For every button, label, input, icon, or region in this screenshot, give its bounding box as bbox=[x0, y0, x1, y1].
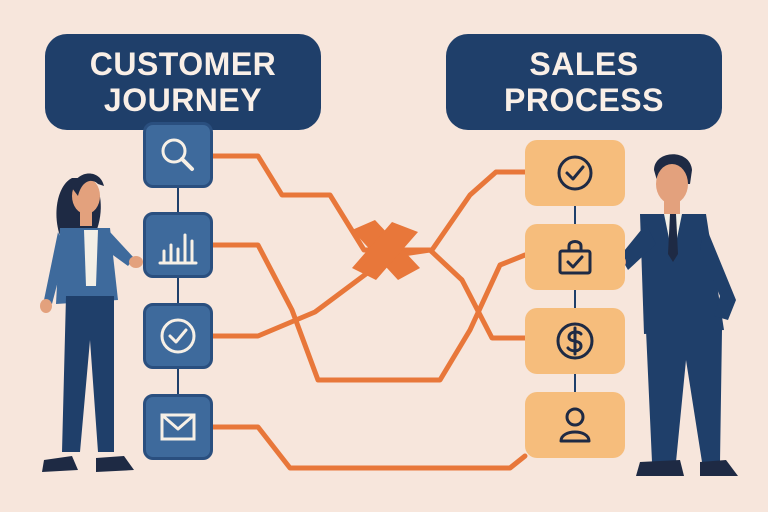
connector-line-3 bbox=[210, 247, 528, 341]
sales-step-customer bbox=[525, 392, 625, 458]
connector-line-1 bbox=[210, 153, 528, 253]
man-figure bbox=[610, 154, 738, 476]
customer-journey-title-line1: CUSTOMER bbox=[89, 46, 277, 82]
person-icon bbox=[559, 407, 591, 443]
customer-step-contact bbox=[143, 394, 213, 460]
customer-step-decision bbox=[143, 303, 213, 369]
customer-step-search bbox=[143, 122, 213, 188]
connector-line-2 bbox=[210, 242, 528, 383]
sales-step-purchase bbox=[525, 224, 625, 290]
shopping-bag-check-icon bbox=[558, 240, 592, 275]
customer-step-analytics bbox=[143, 212, 213, 278]
sales-process-banner: SALES PROCESS bbox=[446, 34, 722, 130]
sales-step-payment bbox=[525, 308, 625, 374]
sales-step-qualify bbox=[525, 140, 625, 206]
woman-figure bbox=[40, 173, 143, 472]
connector-line-4 bbox=[210, 424, 528, 471]
checkmark-circle-icon bbox=[160, 318, 196, 354]
sales-process-title-line1: SALES bbox=[529, 46, 639, 82]
checkmark-circle-icon bbox=[557, 155, 593, 191]
customer-journey-banner: CUSTOMER JOURNEY bbox=[45, 34, 321, 130]
sales-process-title-line2: PROCESS bbox=[504, 82, 664, 118]
bar-chart-icon bbox=[158, 233, 198, 265]
envelope-icon bbox=[160, 413, 196, 441]
customer-journey-title-line2: JOURNEY bbox=[103, 82, 263, 118]
dollar-coin-icon bbox=[556, 322, 594, 360]
search-icon bbox=[161, 138, 194, 171]
cross-x-icon bbox=[352, 220, 420, 280]
